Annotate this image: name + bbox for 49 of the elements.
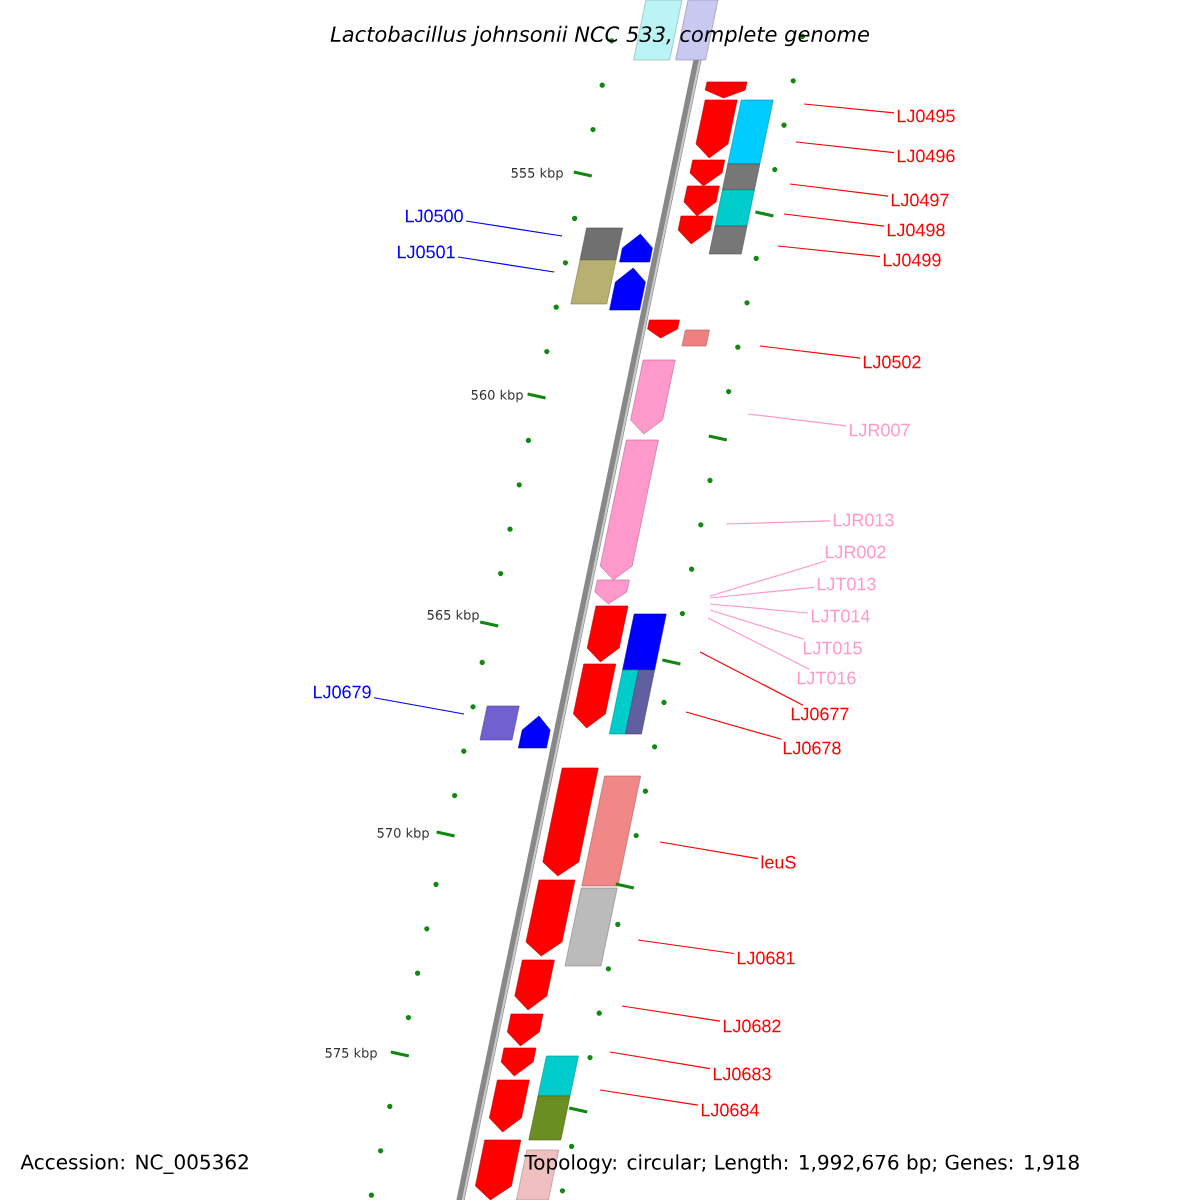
gene-label: LJ0497 bbox=[891, 193, 949, 207]
leader-line bbox=[709, 560, 828, 597]
gene-label: LJ0682 bbox=[723, 1019, 781, 1033]
leader-line bbox=[637, 939, 735, 955]
leader-line bbox=[709, 603, 809, 614]
gene-label: LJ0500 bbox=[406, 209, 463, 223]
leader-line bbox=[803, 103, 895, 114]
leader-line bbox=[759, 345, 861, 359]
leader-line bbox=[699, 651, 804, 706]
leader-line bbox=[685, 711, 782, 740]
leader-line bbox=[465, 220, 563, 237]
leader-line bbox=[659, 841, 759, 860]
gene-label: LJT016 bbox=[797, 671, 856, 685]
gene-label: LJT013 bbox=[817, 577, 876, 591]
gene-label: LJ0684 bbox=[701, 1103, 759, 1117]
leader-line bbox=[725, 520, 831, 525]
gene-label: LJ0679 bbox=[314, 685, 371, 699]
gene-label: LJ0499 bbox=[883, 253, 941, 267]
leader-line bbox=[747, 413, 847, 427]
gene-label: LJT014 bbox=[811, 609, 870, 623]
gene-label: LJR007 bbox=[849, 423, 910, 437]
leader-line bbox=[599, 1089, 699, 1106]
gene-label: LJ0496 bbox=[897, 149, 955, 163]
gene-label: LJ0502 bbox=[863, 355, 921, 369]
gene-label: LJ0681 bbox=[737, 951, 795, 965]
info-text: Accession: NC_005362 bbox=[20, 1154, 248, 1174]
gene-label: LJ0501 bbox=[398, 245, 455, 259]
gene-label: LJ0678 bbox=[783, 741, 841, 755]
leader-line bbox=[457, 256, 555, 273]
gene-label: LJT015 bbox=[803, 641, 862, 655]
leader-line bbox=[789, 183, 889, 197]
info-text: Topology: circular; Length: 1,992,676 bp; Genes: 1,918 bbox=[524, 1154, 1079, 1174]
leader-line bbox=[609, 1051, 711, 1070]
leader-line bbox=[709, 609, 805, 640]
title: Lactobacillus johnsonii NCC 533, complete genome bbox=[330, 25, 869, 47]
leader-line bbox=[373, 697, 465, 715]
leader-line bbox=[777, 245, 881, 258]
gene-label: LJ0495 bbox=[897, 109, 955, 123]
gene-label: LJR002 bbox=[825, 545, 886, 559]
gene-label: LJ0498 bbox=[887, 223, 945, 237]
leader-line bbox=[621, 1005, 721, 1022]
leader-line bbox=[795, 141, 895, 154]
gene-label: LJ0677 bbox=[791, 707, 849, 721]
leader-line bbox=[709, 586, 815, 599]
leader-line bbox=[783, 213, 885, 227]
gene-label: leuS bbox=[761, 855, 796, 869]
gene-label: LJR013 bbox=[833, 513, 894, 527]
leader-line bbox=[707, 617, 810, 670]
gene-label: LJ0683 bbox=[713, 1067, 771, 1081]
